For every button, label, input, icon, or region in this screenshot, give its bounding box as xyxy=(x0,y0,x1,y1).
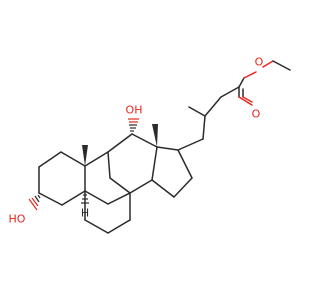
bond xyxy=(177,138,204,151)
bond xyxy=(151,179,175,198)
bond xyxy=(61,190,86,206)
bond xyxy=(177,149,193,179)
c3-hydroxyl-label: HO xyxy=(9,213,26,226)
ring-c: OH xyxy=(107,104,158,194)
bond xyxy=(60,151,86,167)
bond xyxy=(242,96,253,103)
c18-methyl-wedge xyxy=(152,124,158,147)
bond xyxy=(84,151,109,167)
bond xyxy=(107,192,131,205)
bond xyxy=(151,146,158,181)
bond xyxy=(243,71,257,79)
ring-b-lower xyxy=(84,190,131,234)
methoxy-oxygen-label: O xyxy=(255,56,264,69)
bond xyxy=(220,86,240,98)
bond xyxy=(38,192,63,206)
bond xyxy=(202,115,206,140)
bond xyxy=(188,106,206,117)
bond xyxy=(107,151,111,179)
c12-hydroxyl-label: OH xyxy=(126,104,143,117)
bond xyxy=(107,219,131,234)
ring-b xyxy=(82,145,131,205)
ring-a: HO H xyxy=(9,151,89,226)
bond xyxy=(173,177,193,198)
bond xyxy=(238,77,245,88)
bond xyxy=(129,179,153,194)
c3-hydroxyl-hash xyxy=(28,194,41,211)
bond xyxy=(272,60,291,71)
carbonyl-oxygen-label: O xyxy=(252,108,261,121)
bond xyxy=(38,151,62,168)
bond xyxy=(156,146,179,151)
ester-side-chain: O O xyxy=(220,56,291,121)
bond xyxy=(109,177,131,194)
molecule-structure: O O OH xyxy=(9,56,291,234)
bond xyxy=(204,96,222,117)
bond xyxy=(262,60,274,68)
alkyl-side-chain xyxy=(177,96,222,151)
bond xyxy=(131,133,158,148)
c12-hydroxyl-hash xyxy=(128,118,139,132)
c19-methyl-wedge xyxy=(82,145,88,166)
bond xyxy=(238,96,253,106)
bond xyxy=(107,133,133,153)
bond xyxy=(84,190,109,205)
bond xyxy=(84,219,109,234)
ring-d xyxy=(151,146,193,198)
